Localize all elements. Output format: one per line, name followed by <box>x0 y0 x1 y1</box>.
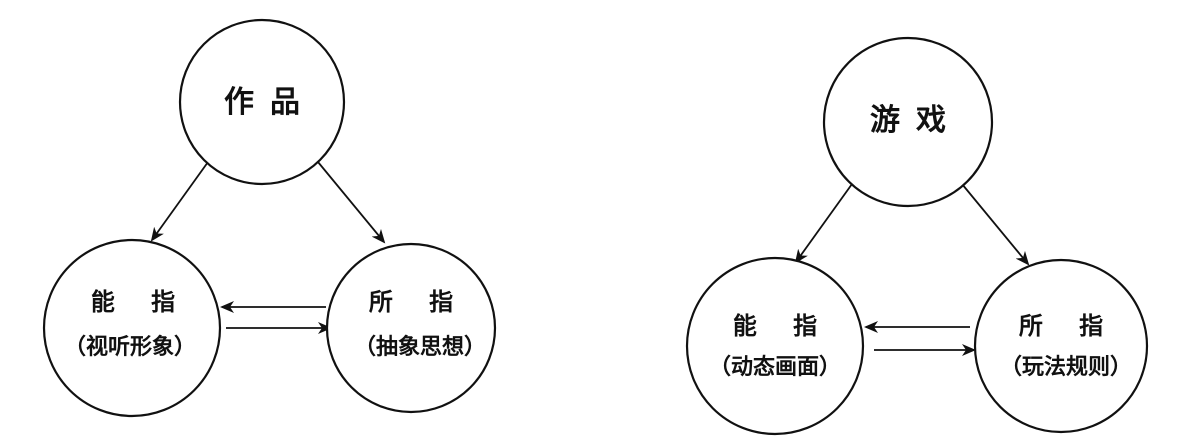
node-work-circle <box>178 18 346 186</box>
node-signifier-2-label: 能 指 <box>733 312 831 340</box>
arrow-top-to-signified <box>317 161 386 244</box>
node-signified-2-sub: （玩法规则） <box>1000 355 1132 380</box>
node-signified-1-sub: （抽象思想） <box>354 334 486 360</box>
diagram-game: 游戏 能 指 （动态画面） 所 指 （玩法规则） <box>685 36 1149 436</box>
node-game-label: 游戏 <box>870 103 962 138</box>
node-signified-1: 所 指 （抽象思想） <box>325 242 497 414</box>
node-signifier-2-circle <box>685 256 865 436</box>
node-signified-2-circle <box>973 258 1149 434</box>
node-signified-2: 所 指 （玩法规则） <box>973 258 1149 434</box>
node-signified-1-label: 所 指 <box>369 288 467 316</box>
node-signifier-2-sub: （动态画面） <box>709 354 841 380</box>
node-signifier-1: 能 指 （视听形象） <box>42 238 222 418</box>
node-work: 作品 <box>178 18 346 186</box>
arrow-top-to-signifier <box>150 161 209 242</box>
node-signified-1-circle <box>325 242 497 414</box>
arrow-top-to-signifier <box>794 183 853 264</box>
arrow-top-to-signified <box>961 183 1030 266</box>
node-signifier-1-circle <box>42 238 222 418</box>
node-game-circle <box>822 36 994 208</box>
node-signifier-2: 能 指 （动态画面） <box>685 256 865 436</box>
node-signifier-1-label: 能 指 <box>91 288 189 316</box>
diagram-artwork: 作品 能 指 （视听形象） 所 指 （抽象思想） <box>42 18 497 418</box>
node-signified-2-label: 所 指 <box>1019 312 1117 340</box>
node-work-label: 作品 <box>224 85 316 120</box>
node-game: 游戏 <box>822 36 994 208</box>
node-signifier-1-sub: （视听形象） <box>64 334 196 360</box>
